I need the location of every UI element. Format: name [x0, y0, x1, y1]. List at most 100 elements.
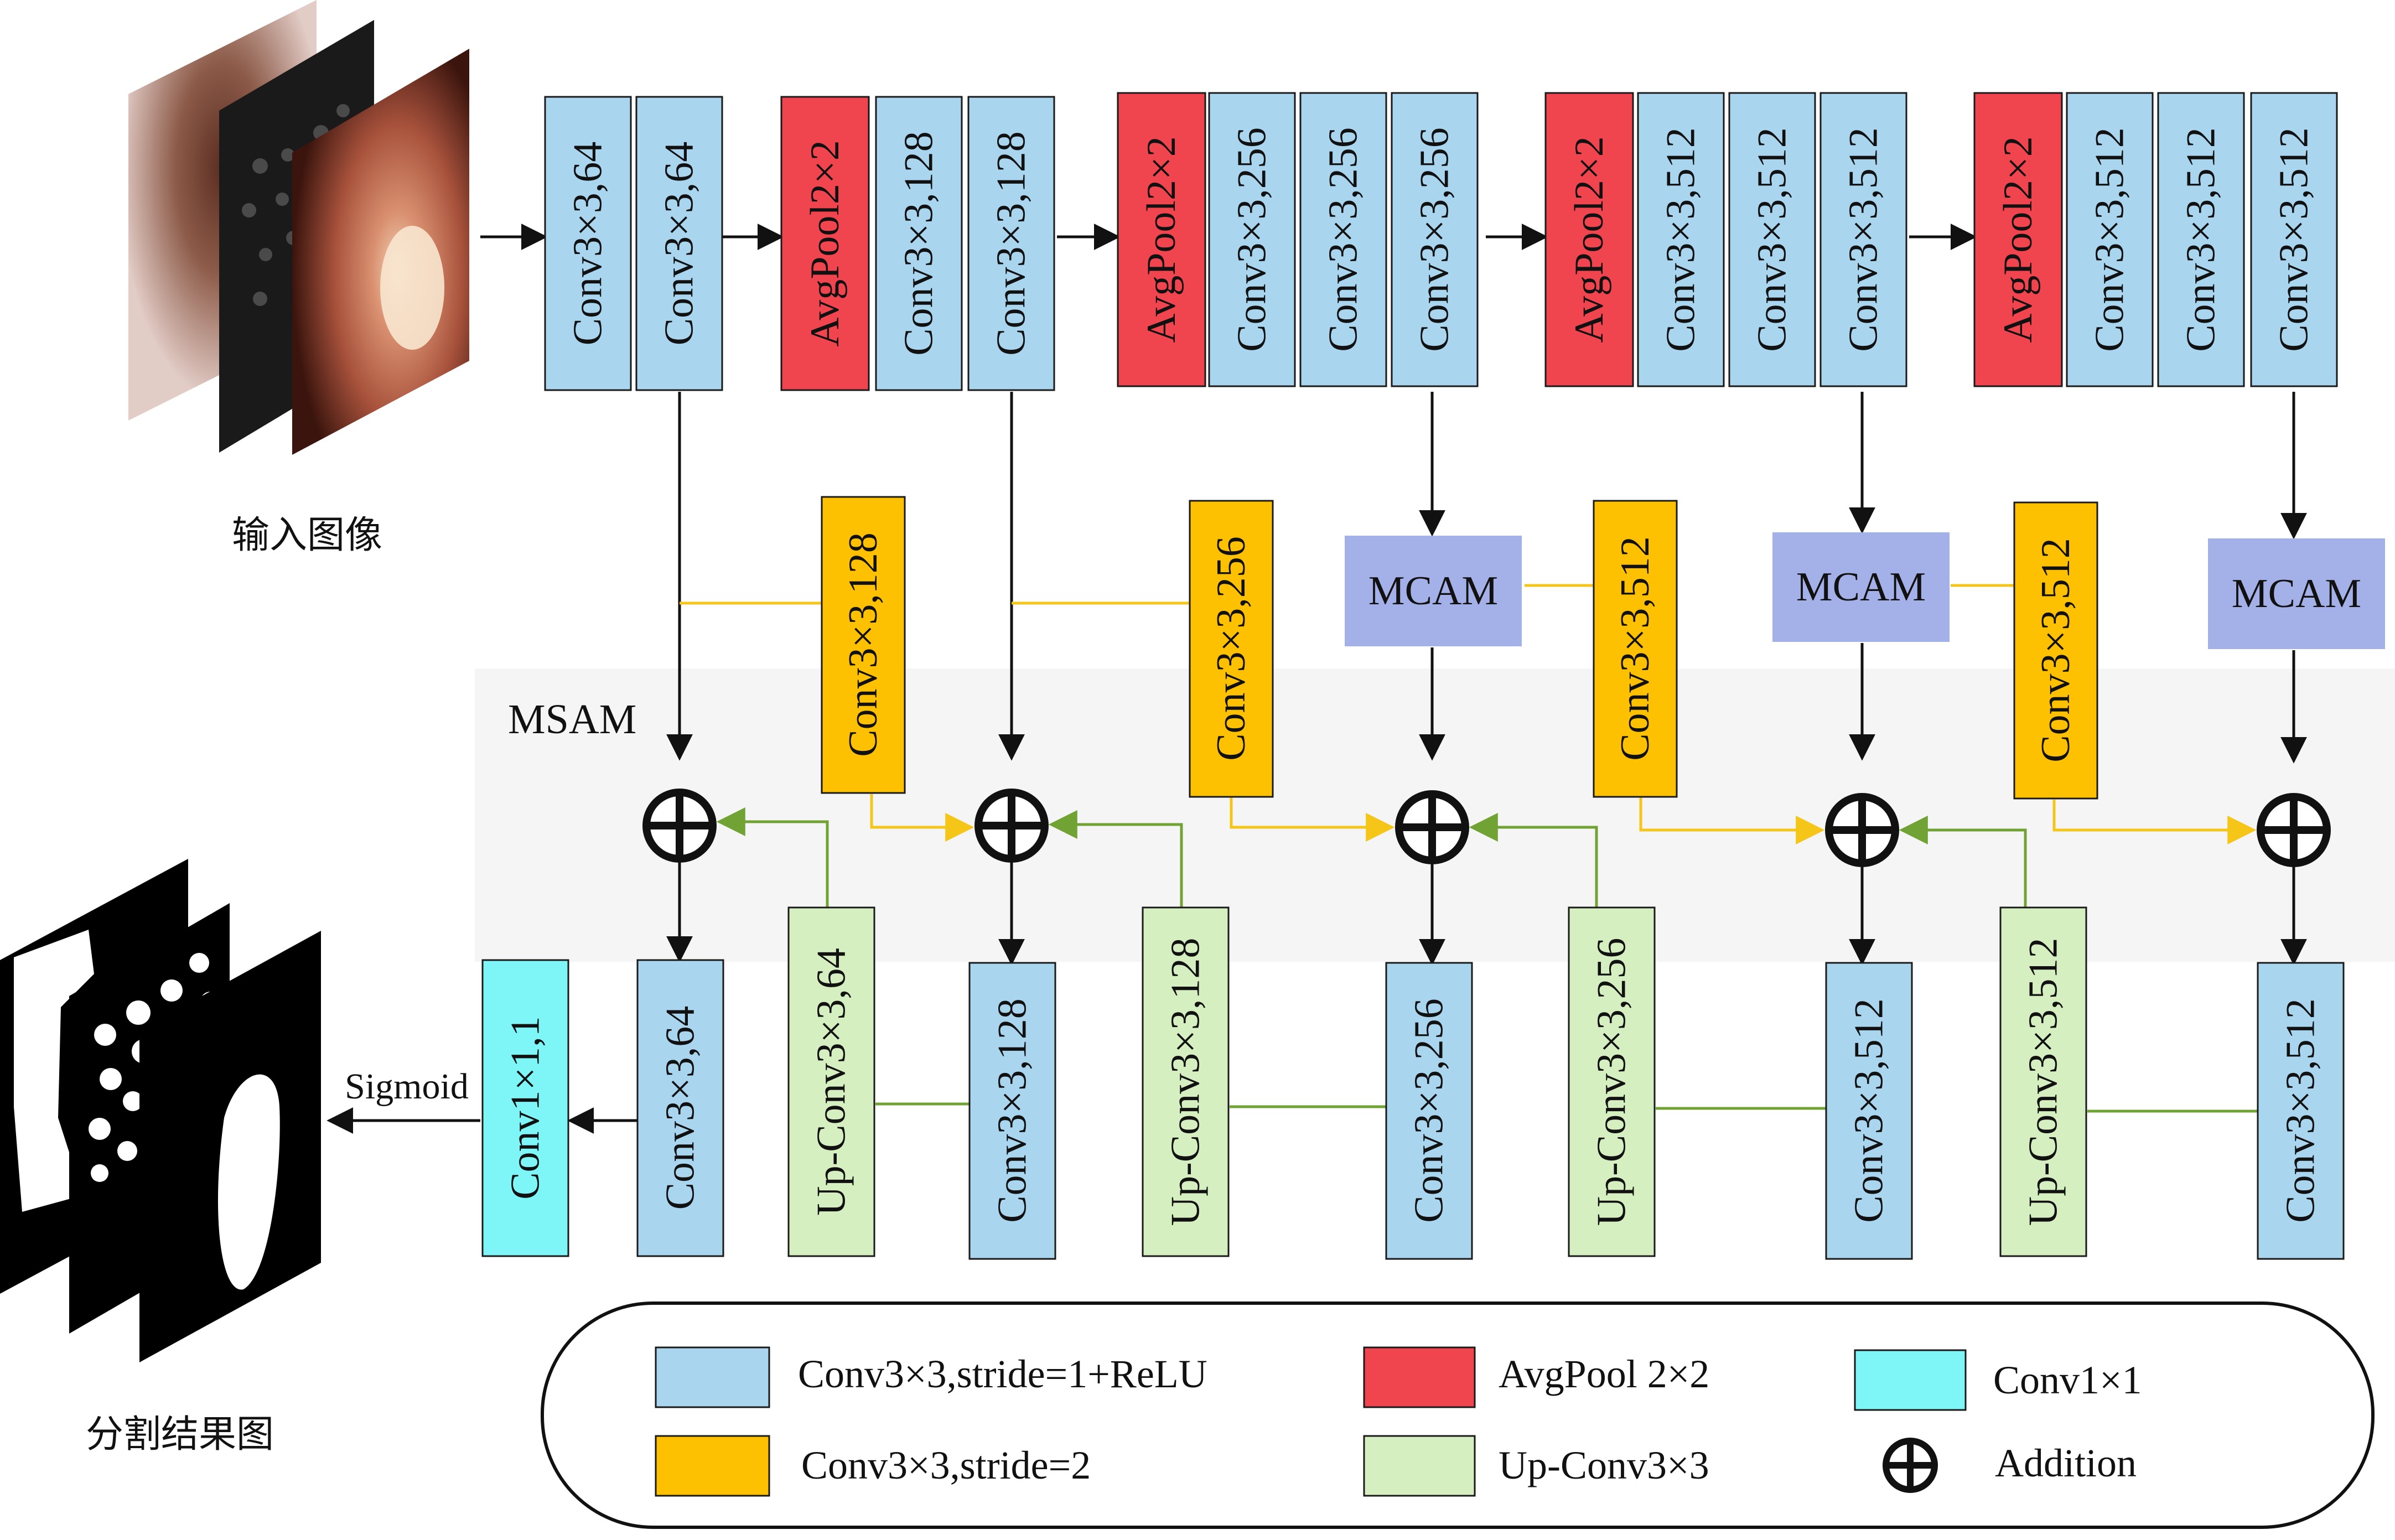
- encoder-conv-block: [875, 96, 963, 391]
- mcam-block: [1772, 532, 1950, 642]
- input-colon-image: [292, 49, 469, 455]
- addition-icon: [642, 789, 717, 863]
- encoder-stage-1: Conv3×3,64 Conv3×3,64: [544, 96, 723, 391]
- block-label: Conv3×3,512: [1841, 127, 1886, 352]
- upconv-block: [1568, 906, 1656, 1257]
- yellow-out-2: [1230, 797, 1395, 842]
- addition-icon: [2257, 793, 2331, 867]
- block-label: Conv3×3,512: [2179, 127, 2224, 352]
- decoder-conv-blocks: Conv3×3,64 Conv3×3,128 Conv3×3,256 Conv3…: [636, 959, 2345, 1260]
- legend-swatch-avgpool: [1363, 1346, 1476, 1408]
- encoder-stage-4: AvgPool2×2 Conv3×3,512 Conv3×3,512 Conv3…: [1544, 92, 1907, 387]
- green-up-4: [1899, 816, 2027, 908]
- avgpool-block: [1544, 92, 1634, 387]
- strided-conv-block: [2013, 501, 2098, 800]
- strided-conv-block: [1189, 500, 1274, 798]
- strided-conv-block: [821, 496, 906, 794]
- block-label: Conv3×3,64: [657, 142, 702, 346]
- block-label: Conv3×3,512: [1847, 998, 1892, 1223]
- block-label: Conv3×3,128: [841, 532, 886, 757]
- block-label: MCAM: [1796, 564, 1926, 610]
- block-label: Up-Conv3×3,512: [2021, 938, 2066, 1226]
- decoder-conv-block: [2257, 962, 2345, 1260]
- block-label: Conv3×3,256: [1230, 127, 1275, 352]
- yellow-out-3: [1639, 797, 1825, 844]
- legend-swatch-conv1x1: [1854, 1349, 1967, 1411]
- decoder-conv-block: [968, 962, 1056, 1260]
- legend-swatch-conv: [655, 1346, 770, 1408]
- addition-icon: [1825, 793, 1899, 867]
- block-label: AvgPool2×2: [802, 140, 848, 346]
- legend-label: Conv1×1: [1993, 1358, 2142, 1402]
- upconv-blocks: Up-Conv3×3,64 Up-Conv3×3,128 Up-Conv3×3,…: [787, 906, 2087, 1257]
- encoder-conv-block: [2066, 92, 2154, 387]
- block-label: AvgPool2×2: [1139, 136, 1184, 343]
- block-label: Up-Conv3×3,256: [1589, 938, 1635, 1226]
- block-label: Conv1×1,1: [503, 1016, 548, 1200]
- block-label: Conv3×3,64: [566, 142, 611, 346]
- block-label: Conv3×3,512: [1613, 536, 1658, 761]
- input-caption: 输入图像: [232, 514, 382, 557]
- block-label: Conv3×3,128: [990, 998, 1035, 1223]
- encoder-conv-block: [1299, 92, 1387, 387]
- legend: Conv3×3,stride=1+ReLU AvgPool 2×2 Conv1×…: [541, 1302, 2375, 1529]
- yellow-out-1: [870, 794, 974, 842]
- block-label: Conv3×3,512: [2087, 127, 2133, 352]
- encoder-conv-block: [2157, 92, 2245, 387]
- green-up-2: [1048, 810, 1183, 908]
- upconv-block: [787, 906, 875, 1257]
- encoder-stage-5: AvgPool2×2 Conv3×3,512 Conv3×3,512 Conv3…: [1973, 92, 2338, 387]
- output-caption: 分割结果图: [86, 1413, 274, 1456]
- strided-conv-blocks: Conv3×3,128 Conv3×3,256 Conv3×3,512 Conv…: [821, 496, 2098, 800]
- legend-label: Conv3×3,stride=2: [801, 1443, 1091, 1487]
- block-label: Conv3×3,512: [2033, 538, 2078, 763]
- block-label: Conv3×3,256: [1209, 536, 1254, 761]
- sigmoid-label: Sigmoid: [345, 1066, 469, 1107]
- encoder-conv-block: [1819, 92, 1907, 387]
- block-label: Conv3×3,256: [1407, 998, 1452, 1223]
- legend-label: Up-Conv3×3: [1499, 1443, 1709, 1487]
- mcam-blocks: MCAM MCAM MCAM: [1345, 532, 2385, 649]
- block-label: Up-Conv3×3,64: [809, 948, 854, 1216]
- decoder-conv-block: [636, 959, 724, 1257]
- encoder-conv-block: [1208, 92, 1296, 387]
- green-up-3: [1469, 813, 1598, 908]
- colon-highlight: [380, 226, 444, 350]
- green-up-1: [716, 807, 829, 908]
- decoder-conv-block: [1825, 962, 1913, 1260]
- decoder-conv-block: [1385, 962, 1473, 1260]
- avgpool-block: [780, 96, 870, 391]
- encoder-conv-block: [1728, 92, 1816, 387]
- encoder-conv-block: [544, 96, 632, 391]
- block-label: Conv3×3,512: [1750, 127, 1795, 352]
- upconv-block: [1142, 906, 1230, 1257]
- input-images: [128, 0, 469, 455]
- block-label: MCAM: [2232, 571, 2361, 616]
- output-masks: [0, 859, 321, 1362]
- legend-swatch-stride2: [655, 1435, 770, 1497]
- block-label: Conv3×3,64: [658, 1006, 703, 1210]
- addition-icon: [974, 789, 1049, 863]
- mcam-block: [2208, 538, 2385, 649]
- avgpool-block: [1117, 92, 1206, 387]
- avgpool-block: [1973, 92, 2063, 387]
- block-label: Conv3×3,128: [896, 131, 942, 356]
- addition-icon: [1883, 1438, 1938, 1493]
- encoder-conv-block: [2250, 92, 2338, 387]
- encoder-stage-3: AvgPool2×2 Conv3×3,256 Conv3×3,256 Conv3…: [1117, 92, 1479, 387]
- block-label: AvgPool2×2: [1995, 136, 2041, 343]
- legend-swatch-upconv: [1363, 1435, 1476, 1497]
- encoder-stage-2: AvgPool2×2 Conv3×3,128 Conv3×3,128: [780, 96, 1055, 391]
- strided-conv-block: [1593, 500, 1678, 798]
- block-label: Conv3×3,512: [2272, 127, 2317, 352]
- msam-label: MSAM: [508, 696, 636, 743]
- block-label: AvgPool2×2: [1567, 136, 1612, 343]
- legend-label: Conv3×3,stride=1+ReLU: [798, 1352, 1207, 1396]
- encoder-conv-block: [635, 96, 723, 391]
- encoder-conv-block: [1391, 92, 1479, 387]
- encoder-conv-block: [1637, 92, 1725, 387]
- addition-symbols: [642, 789, 2331, 867]
- legend-label: AvgPool 2×2: [1499, 1352, 1709, 1396]
- yellow-out-4: [2052, 800, 2257, 844]
